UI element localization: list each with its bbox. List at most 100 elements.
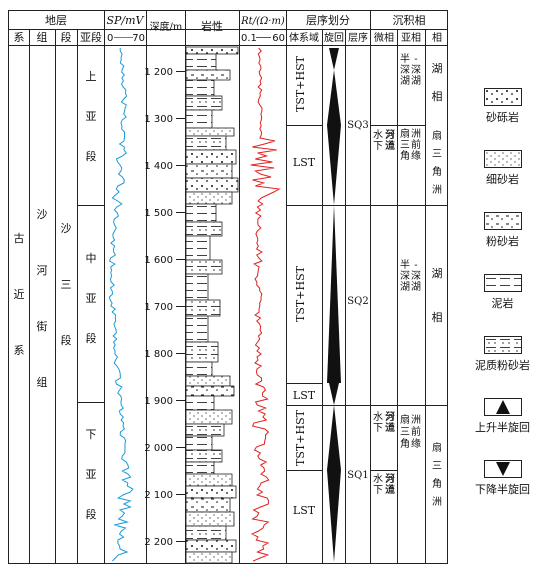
legend-label: 细砂岩 <box>486 173 519 186</box>
depth-tick-label: 1 400 <box>144 161 173 172</box>
header-stratum: 地层 <box>45 14 67 27</box>
facies-label: 扇 <box>432 441 442 454</box>
section-label: 三 <box>61 278 72 291</box>
microfacies-label: 分 <box>385 411 395 423</box>
lithology-band <box>185 135 227 151</box>
lithology-band <box>185 375 231 387</box>
subsection-lower: 段 <box>86 507 97 521</box>
lithology-band <box>185 149 237 165</box>
header-section: 段 <box>61 30 72 44</box>
depth-tick-label: 1 700 <box>144 302 173 313</box>
depth-tick-label: 1 600 <box>144 255 173 266</box>
subfacies-label: 深 <box>400 270 410 282</box>
legend-swatch-mud <box>483 274 522 292</box>
lithology-band <box>185 127 235 137</box>
cycle-column <box>327 48 341 562</box>
subfacies-label: 前 <box>411 138 421 151</box>
microfacies-label: 水 <box>373 411 383 423</box>
subfacies-label: 角 <box>400 438 410 450</box>
subsection-middle: 中 <box>86 252 97 265</box>
subsection-upper: 上 <box>86 70 97 83</box>
sequence-label: SQ2 <box>347 296 368 307</box>
cycle-triangle <box>329 48 339 70</box>
subfacies-label: 湖 <box>411 75 421 87</box>
legend-label: 泥质粉砂岩 <box>475 359 530 372</box>
rt-max: 60 <box>272 33 285 44</box>
subfacies-label: 湖 <box>400 75 410 87</box>
sp-min: 0 <box>107 33 113 44</box>
microfacies-label: 下 <box>373 485 383 496</box>
lithology-band <box>185 473 233 487</box>
header-depth: 深度/m <box>150 20 183 33</box>
sequence-label: SQ1 <box>347 470 368 481</box>
facies-label: 相 <box>432 90 443 103</box>
header-cycle: 旋回 <box>324 31 344 44</box>
lithology-band <box>185 53 217 71</box>
subsection-lower: 亚 <box>86 468 97 481</box>
subfacies-label: 深 <box>411 64 421 76</box>
depth-tick-label: 1 200 <box>144 67 173 78</box>
microfacies-label: 分 <box>385 129 395 141</box>
subsection-upper: 段 <box>86 149 97 163</box>
system-label: 系 <box>14 344 25 357</box>
legend-item-falling-triangle-icon: 下降半旋回 <box>460 460 545 497</box>
lithology-band <box>185 177 239 193</box>
subfacies-label: 洲 <box>411 414 421 426</box>
cycle-triangle <box>327 205 341 383</box>
header-system: 系 <box>14 31 25 44</box>
lithology-band <box>185 315 209 343</box>
facies-label: 扇 <box>432 129 442 142</box>
tract-label: LST <box>293 156 316 169</box>
lithology-band <box>185 273 209 301</box>
sp-max: 70 <box>132 33 145 44</box>
microfacies-label: 水 <box>373 129 383 141</box>
system-label: 近 <box>14 288 25 301</box>
microfacies-label: 下 <box>373 141 383 152</box>
facies-label: 洲 <box>432 184 442 196</box>
legend-swatch-gravel <box>483 88 522 106</box>
cycle-triangle <box>327 405 341 470</box>
header-sedimentary-facies: 沉积相 <box>393 14 426 27</box>
lithology-band <box>185 79 215 97</box>
subfacies-label: 角 <box>400 150 410 162</box>
header-subfacies: 亚相 <box>401 31 421 44</box>
lithology-band <box>185 235 211 261</box>
depth-tick-label: 2 200 <box>144 537 173 548</box>
lithology-band <box>185 551 233 564</box>
header-sequence-division: 层序划分 <box>306 13 350 27</box>
lithology-band <box>185 221 223 237</box>
lithology-band <box>185 163 233 179</box>
vertical-labels: 古近系沙河街组沙三段上亚段中亚段下亚段TST+HSTLSTTST+HSTLSTT… <box>14 52 443 521</box>
subfacies-label: 三 <box>400 140 410 151</box>
subfacies-label: 扇 <box>400 127 410 140</box>
cycle-triangle <box>329 383 339 405</box>
subfacies-label: - <box>414 260 417 271</box>
lithology-band <box>185 409 233 425</box>
legend-swatch-mudsilt <box>483 336 522 354</box>
lithology-band <box>185 385 235 397</box>
facies-label: 三 <box>432 461 442 472</box>
subfacies-label: 深 <box>400 64 410 76</box>
rt-curve <box>250 47 281 562</box>
tract-label: TST+HST <box>294 265 307 322</box>
sp-title: SP/mV <box>106 14 144 27</box>
depth-tick-label: 1 900 <box>144 396 173 407</box>
lithology-band <box>185 525 227 541</box>
facies-label: 相 <box>432 311 443 324</box>
grid-lines <box>8 10 448 564</box>
lithology-band <box>185 485 237 499</box>
microfacies-label: 水 <box>373 473 383 485</box>
rt-min: 0.1 <box>241 33 257 44</box>
legend-swatch-silt <box>483 212 522 230</box>
legend-label: 砂砾岩 <box>486 111 519 124</box>
lithology-band <box>185 69 231 81</box>
lithology-band <box>185 361 213 377</box>
microfacies-label: 流 <box>385 421 395 434</box>
lithology-band <box>185 511 235 527</box>
microfacies-label: 河 <box>385 411 395 423</box>
group-label: 沙 <box>37 208 48 221</box>
lithology-band <box>185 461 215 475</box>
cycle-triangle <box>327 470 341 562</box>
depth-tick-label: 1 300 <box>144 114 173 125</box>
